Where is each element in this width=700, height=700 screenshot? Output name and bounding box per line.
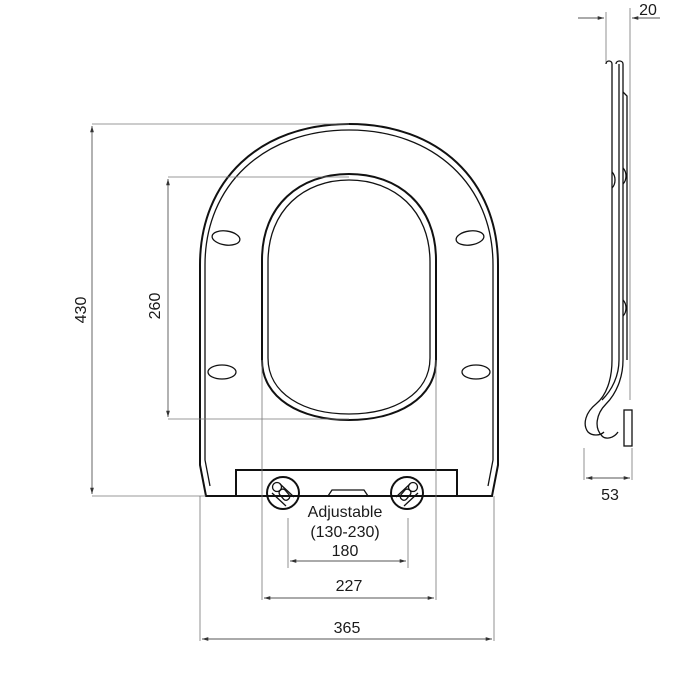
bumper-bottom-left: [207, 364, 237, 380]
hinge-right: [390, 476, 424, 510]
dimension-53: 53: [583, 448, 633, 504]
seat-opening-outline: [261, 172, 437, 422]
dimension-227: 227: [261, 360, 437, 600]
dimension-260: 260: [147, 176, 349, 420]
bumper-bottom-right: [461, 364, 491, 380]
hinge-notch: [327, 489, 369, 497]
dimension-180-label: 180: [332, 543, 359, 560]
side-hinge-block: [623, 409, 633, 447]
seat-outer-outline: [199, 122, 499, 497]
dimension-20-label: 20: [639, 2, 657, 19]
hinge-plate: [235, 469, 458, 496]
seat-outer-outline-inner: [204, 129, 494, 487]
dimension-365-label: 365: [334, 620, 361, 637]
seat-opening-outline-inner: [267, 179, 431, 415]
dimension-227-label: 227: [336, 578, 363, 595]
dimension-20: 20: [578, 2, 660, 62]
side-seat: [596, 60, 624, 439]
adjustable-range-label: (130-230): [310, 524, 379, 541]
side-lid: [584, 60, 613, 436]
hinge-left: [266, 476, 300, 510]
seat-side-view: [584, 8, 633, 447]
dimension-53-label: 53: [601, 487, 619, 504]
seat-front-view: [199, 122, 499, 510]
bumper-top-left: [211, 230, 241, 246]
dimension-260-label: 260: [147, 293, 164, 320]
dimension-adjustable-180: Adjustable (130-230) 180: [287, 504, 409, 568]
dimension-365: 365: [199, 496, 495, 641]
adjustable-label: Adjustable: [308, 504, 383, 521]
bumper-top-right: [455, 230, 485, 246]
dimension-430: 430: [73, 123, 349, 497]
dimension-430-label: 430: [73, 297, 90, 324]
side-seat-inner: [601, 64, 620, 401]
